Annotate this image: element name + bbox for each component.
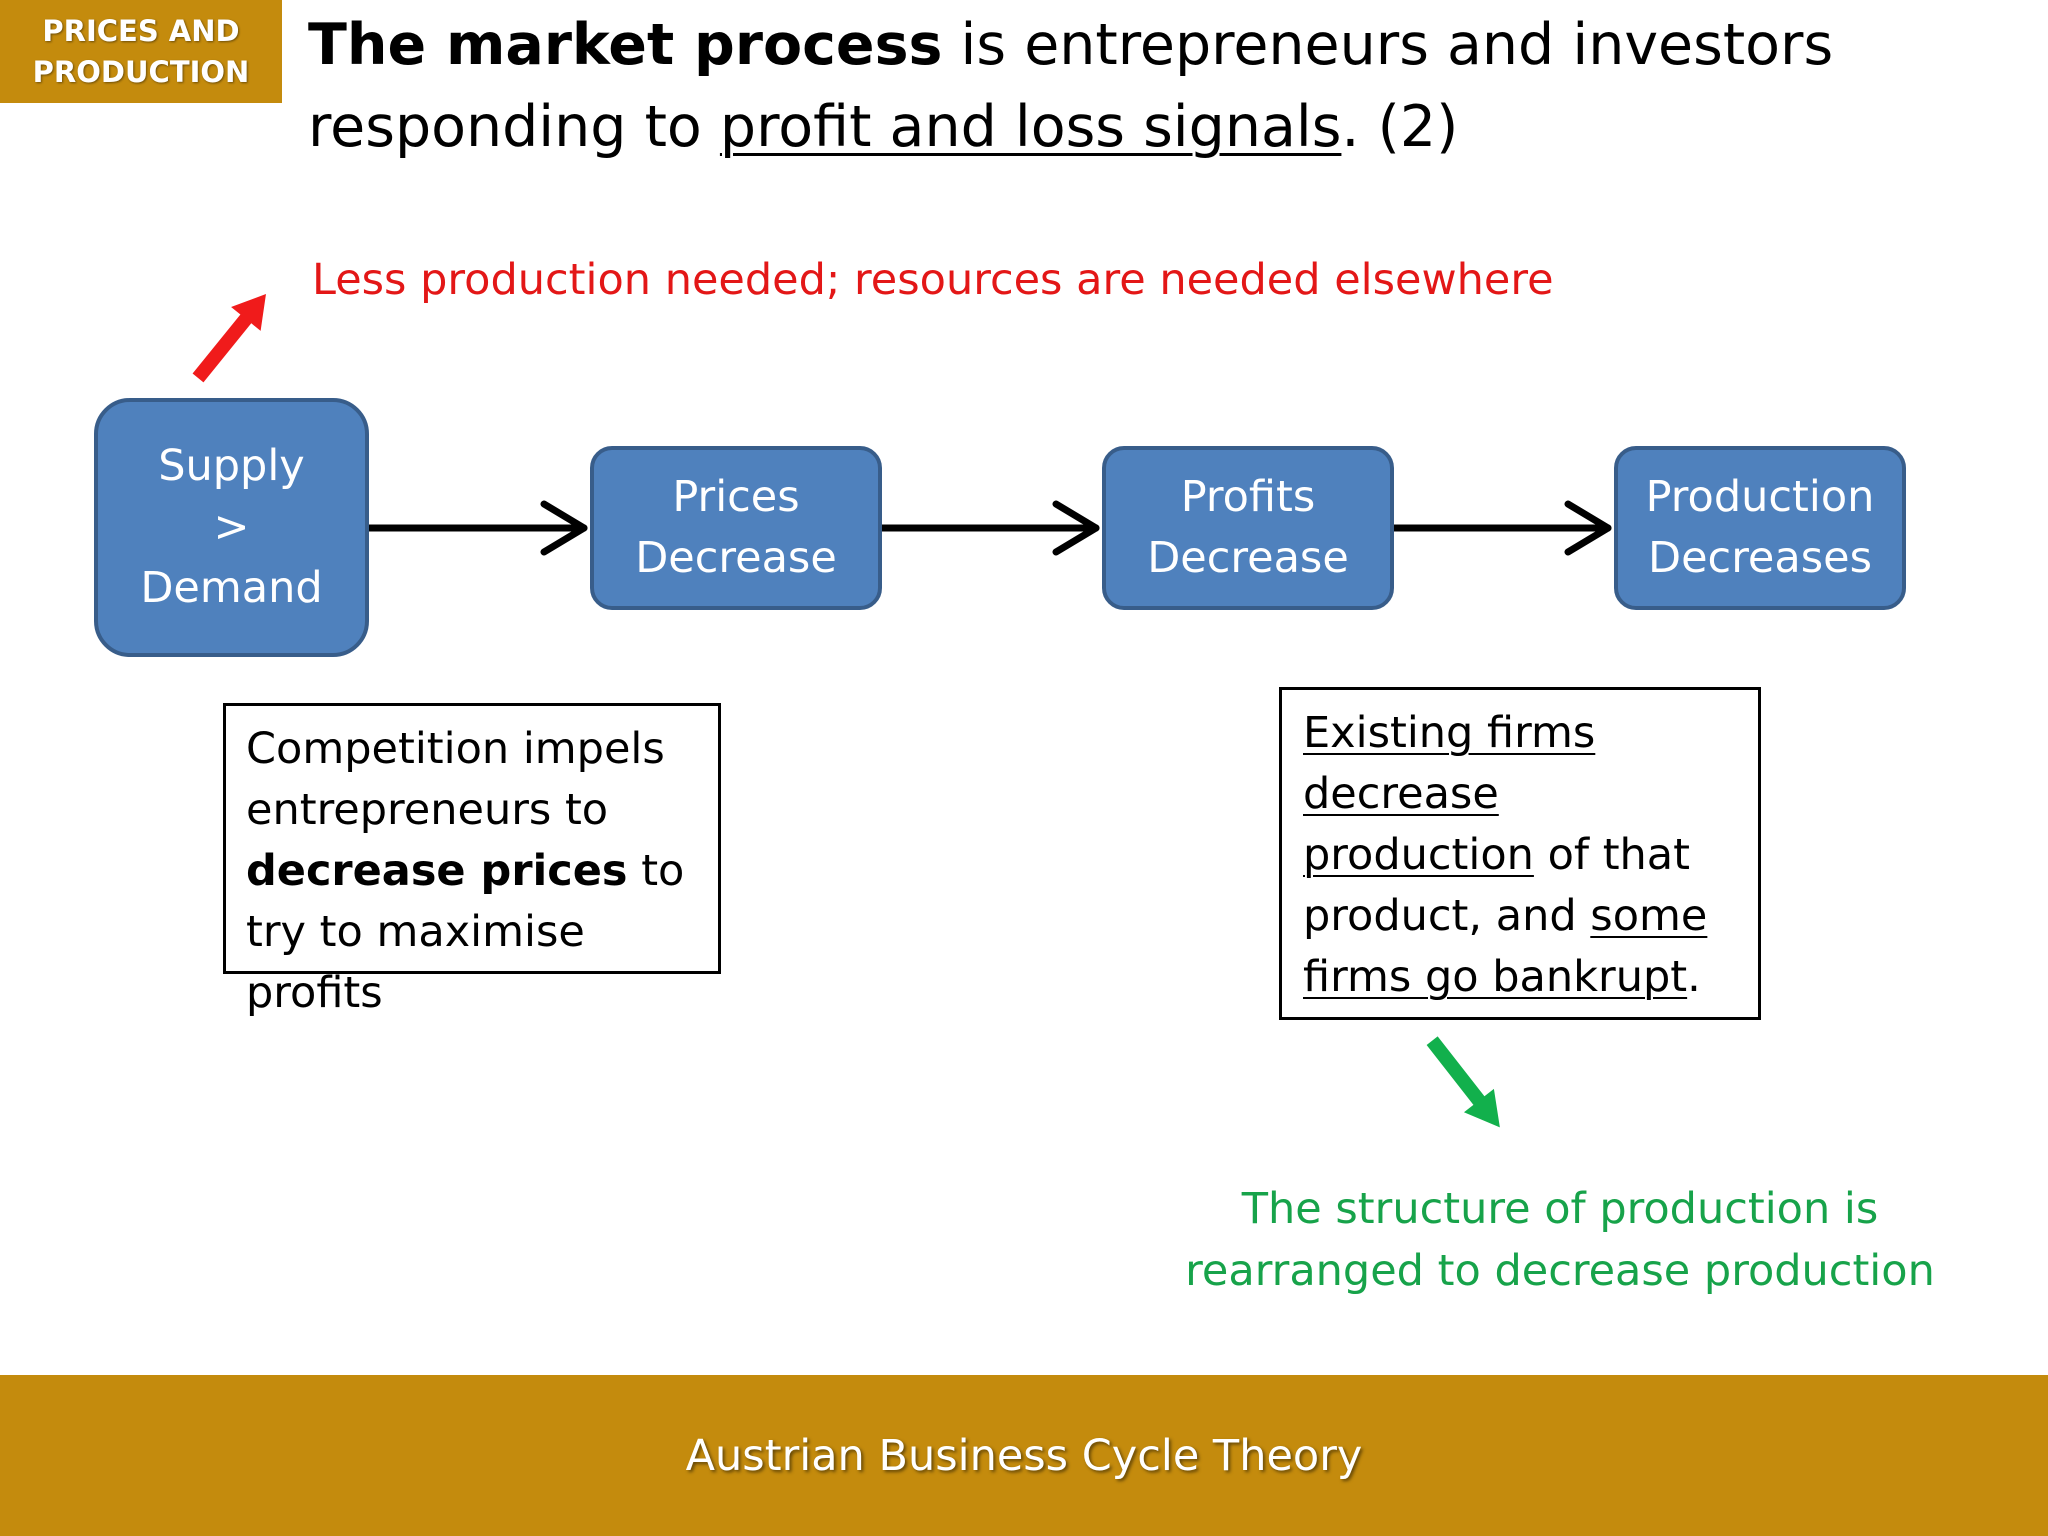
green-down-arrow-icon — [1426, 1036, 1500, 1128]
title-bold: The market process — [308, 12, 943, 78]
green-note-line2: rearranged to decrease production — [1185, 1246, 1935, 1296]
competition-bold: decrease prices — [246, 846, 628, 896]
firms-text-2: . — [1687, 952, 1701, 1002]
box-production-decreases: Production Decreases — [1614, 446, 1906, 610]
prices-decrease-label: Decrease — [635, 533, 837, 583]
section-tag-line2: PRODUCTION — [32, 54, 250, 89]
greater-than-symbol: > — [213, 502, 250, 552]
title-text-1: is entrepreneurs and investors respondin… — [308, 12, 1834, 160]
box-prices-decrease: Prices Decrease — [590, 446, 882, 610]
section-tag: PRICES AND PRODUCTION — [0, 0, 282, 103]
footer-band: Austrian Business Cycle Theory — [0, 1375, 2048, 1536]
arrow-supply-to-prices — [365, 500, 588, 556]
green-note-line1: The structure of production is — [1241, 1184, 1879, 1234]
firms-underlined-2: some firms go bankrupt — [1303, 891, 1708, 1002]
arrow-prices-to-profits — [878, 500, 1100, 556]
green-note: The structure of production is rearrange… — [1160, 1178, 1960, 1302]
competition-text-2: to try to maximise profits — [246, 846, 685, 1018]
firms-text-1: of that product, and — [1303, 830, 1691, 941]
production-decreases-label: Decreases — [1647, 533, 1872, 583]
arrow-profits-to-production — [1390, 500, 1612, 556]
box-profits-decrease: Profits Decrease — [1102, 446, 1394, 610]
profits-decrease-label: Decrease — [1147, 533, 1349, 583]
prices-label: Prices — [672, 472, 800, 522]
supply-label: Supply — [158, 441, 305, 491]
title-underlined: profit and loss signals — [719, 94, 1342, 160]
section-tag-line1: PRICES AND — [42, 13, 240, 48]
firms-underlined-1: Existing firms decrease production — [1303, 708, 1596, 880]
firms-note: Existing firms decrease production of th… — [1279, 687, 1761, 1020]
footer-title: Austrian Business Cycle Theory — [685, 1430, 1363, 1481]
production-label: Production — [1645, 472, 1875, 522]
red-up-arrow-icon — [192, 294, 266, 383]
red-note: Less production needed; resources are ne… — [312, 255, 1554, 305]
box-supply-greater-than-demand: Supply > Demand — [94, 398, 369, 657]
competition-note: Competition impels entrepreneurs to decr… — [223, 703, 721, 1018]
competition-text-1: Competition impels entrepreneurs to — [246, 724, 665, 835]
slide-title: The market process is entrepreneurs and … — [308, 4, 2008, 168]
title-text-2: . (2) — [1341, 94, 1459, 160]
profits-label: Profits — [1180, 472, 1316, 522]
demand-label: Demand — [140, 563, 323, 613]
